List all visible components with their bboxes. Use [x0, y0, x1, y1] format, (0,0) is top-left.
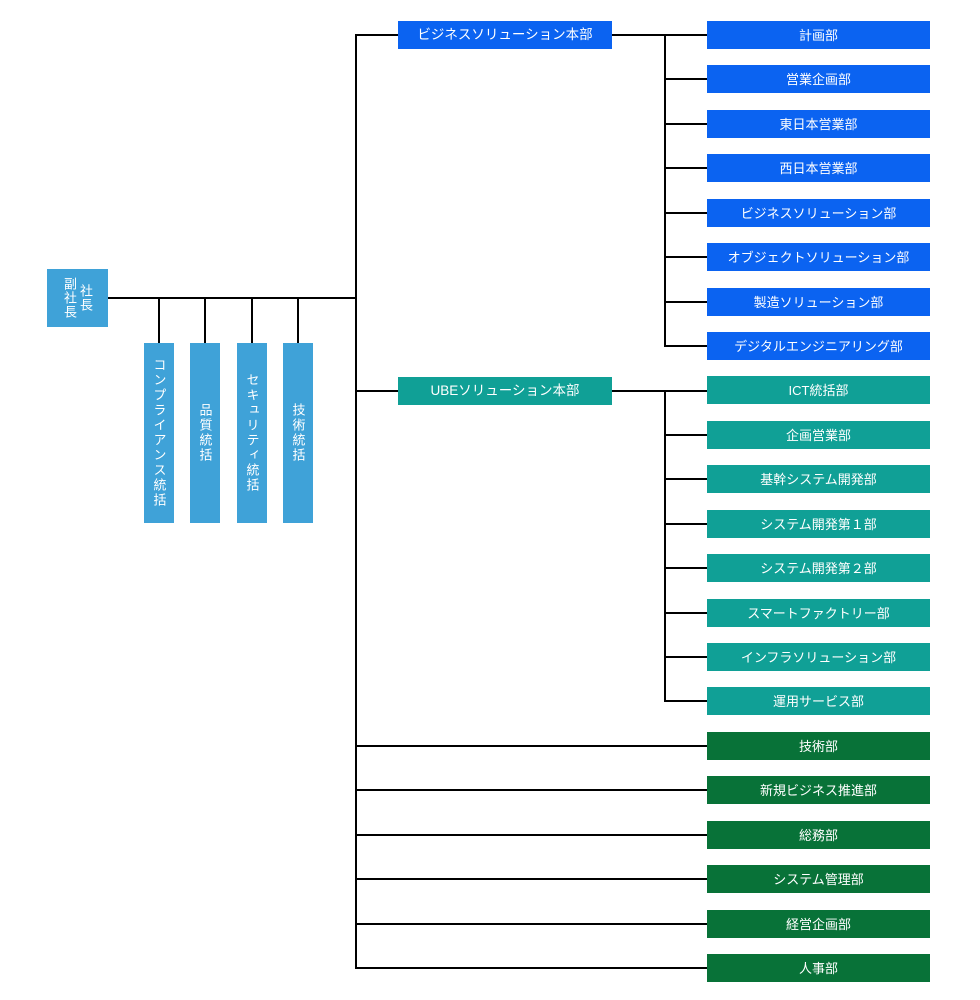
connector-line — [664, 434, 707, 436]
department-box: 営業企画部 — [707, 65, 930, 93]
department-box: 技術部 — [707, 732, 930, 760]
connector-line — [664, 478, 707, 480]
staff-unit-quality: 品質統括 — [190, 343, 220, 523]
connector-line — [664, 123, 707, 125]
department-box: スマートファクトリー部 — [707, 599, 930, 627]
connector-line — [664, 78, 707, 80]
connector-line — [664, 390, 666, 702]
executive-title-president: 社長 — [78, 284, 93, 312]
department-box: システム開発第２部 — [707, 554, 930, 582]
connector-line — [664, 523, 707, 525]
staff-unit-security: セキュリティ統括 — [237, 343, 267, 523]
connector-line — [664, 256, 707, 258]
department-box: ビジネスソリューション部 — [707, 199, 930, 227]
department-box: 東日本営業部 — [707, 110, 930, 138]
connector-line — [355, 834, 707, 836]
department-box: 基幹システム開発部 — [707, 465, 930, 493]
department-box: 運用サービス部 — [707, 687, 930, 715]
department-box: 経営企画部 — [707, 910, 930, 938]
connector-line — [664, 656, 707, 658]
connector-line — [355, 967, 707, 969]
connector-line — [664, 612, 707, 614]
connector-line — [355, 789, 707, 791]
connector-line — [664, 567, 707, 569]
department-box: 人事部 — [707, 954, 930, 982]
connector-line — [612, 390, 665, 392]
department-box: 製造ソリューション部 — [707, 288, 930, 316]
staff-unit-technology: 技術統括 — [283, 343, 313, 523]
department-box: 新規ビジネス推進部 — [707, 776, 930, 804]
connector-line — [355, 390, 398, 392]
department-box: 西日本営業部 — [707, 154, 930, 182]
connector-line — [355, 878, 707, 880]
connector-line — [355, 923, 707, 925]
connector-line — [664, 390, 707, 392]
division-header-business-solution: ビジネスソリューション本部 — [398, 21, 612, 49]
connector-line — [355, 745, 707, 747]
connector-line — [664, 167, 707, 169]
department-box: 総務部 — [707, 821, 930, 849]
staff-unit-compliance: コンプライアンス統括 — [144, 343, 174, 523]
connector-line — [664, 301, 707, 303]
connector-line — [297, 297, 299, 343]
connector-line — [664, 34, 666, 347]
department-box: インフラソリューション部 — [707, 643, 930, 671]
executive-box: 副社長 社長 — [47, 269, 108, 327]
connector-line — [158, 297, 160, 343]
connector-line — [664, 34, 707, 36]
connector-line — [204, 297, 206, 343]
connector-line — [664, 212, 707, 214]
connector-line — [664, 700, 707, 702]
department-box: デジタルエンジニアリング部 — [707, 332, 930, 360]
division-header-ube-solution: UBEソリューション本部 — [398, 377, 612, 405]
department-box: オブジェクトソリューション部 — [707, 243, 930, 271]
connector-line — [612, 34, 665, 36]
connector-line — [664, 345, 707, 347]
connector-line — [355, 34, 357, 969]
department-box: 計画部 — [707, 21, 930, 49]
department-box: システム管理部 — [707, 865, 930, 893]
department-box: 企画営業部 — [707, 421, 930, 449]
connector-line — [355, 34, 398, 36]
connector-line — [108, 297, 356, 299]
connector-line — [251, 297, 253, 343]
executive-title-vice-president: 副社長 — [62, 277, 77, 319]
department-box: ICT統括部 — [707, 376, 930, 404]
department-box: システム開発第１部 — [707, 510, 930, 538]
